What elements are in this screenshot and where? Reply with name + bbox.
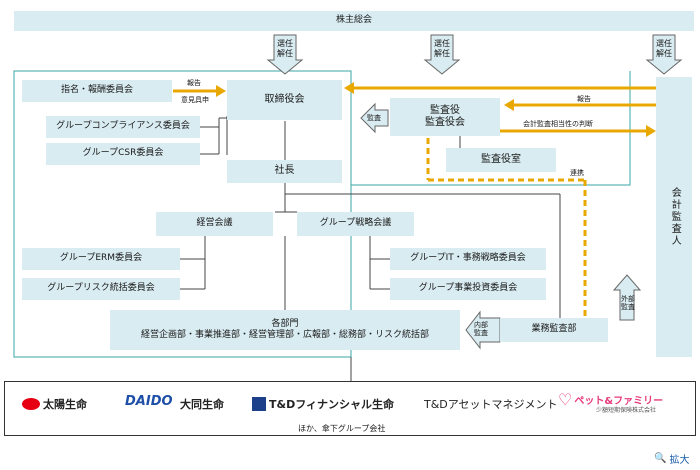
accounting-auditor: 会計監査人 bbox=[656, 77, 692, 357]
strategy-council: グループ戦略会議 bbox=[297, 212, 414, 236]
audit-frame bbox=[350, 71, 631, 186]
management-council: 経営会議 bbox=[156, 212, 273, 236]
td-square-icon bbox=[252, 397, 266, 411]
td-asset-logo: T&Dアセットマネジメント bbox=[424, 398, 558, 411]
td-financial-logo: T&Dフィナンシャル生命 bbox=[252, 396, 394, 412]
elect-label-auditor: 選任解任 bbox=[656, 39, 672, 58]
departments: 各部門経営企画部・事業推進部・経営管理部・広報部・総務部・リスク統括部 bbox=[110, 310, 460, 350]
kansayaku-office: 監査役室 bbox=[446, 148, 556, 172]
pet-family-logo: ♡ ペット&ファミリー bbox=[558, 390, 664, 409]
csr-committee: グループCSR委員会 bbox=[46, 143, 200, 165]
heart-icon: ♡ bbox=[558, 390, 573, 409]
investment-committee: グループ事業投資委員会 bbox=[390, 278, 546, 300]
erm-committee: グループERM委員会 bbox=[22, 248, 180, 270]
board-of-directors: 取締役会 bbox=[227, 80, 342, 120]
shareholders-meeting: 株主総会 bbox=[14, 11, 694, 31]
president: 社長 bbox=[227, 160, 342, 183]
external-audit-label: 外部監査 bbox=[621, 295, 635, 312]
liaison-label: 連携 bbox=[570, 169, 584, 177]
kansayaku-board: 監査役監査役会 bbox=[390, 98, 500, 136]
internal-audit-label: 内部監査 bbox=[474, 321, 488, 338]
elect-label-board: 選任解任 bbox=[277, 39, 293, 58]
taiyo-sun-icon bbox=[22, 398, 40, 410]
opinion-label: 意見具申 bbox=[181, 96, 209, 104]
daido-logo: DAIDO bbox=[125, 394, 173, 409]
magnifier-icon: 🔍 bbox=[654, 453, 667, 464]
group-note: ほか、傘下グループ会社 bbox=[298, 424, 386, 433]
internal-audit-department: 業務監査部 bbox=[500, 318, 608, 342]
pet-family-subtitle: 少額短期保険株式会社 bbox=[596, 407, 657, 414]
audit-arrow-label: 監査 bbox=[367, 114, 381, 122]
taiyo-life-logo: 太陽生命 bbox=[22, 396, 87, 412]
group-companies-frame bbox=[4, 381, 696, 436]
daido-life-logo: 大同生命 bbox=[180, 398, 224, 411]
report-label-auditor: 報告 bbox=[577, 95, 591, 103]
it-committee: グループIT・事務戦略委員会 bbox=[390, 248, 546, 270]
judgment-label: 会計監査相当性の判断 bbox=[523, 120, 593, 128]
risk-committee: グループリスク統括委員会 bbox=[22, 278, 180, 300]
zoom-button[interactable]: 🔍 拡大 bbox=[654, 453, 690, 466]
compliance-committee: グループコンプライアンス委員会 bbox=[46, 116, 200, 138]
nomination-committee: 指名・報酬委員会 bbox=[22, 80, 172, 102]
report-label-nomination: 報告 bbox=[187, 79, 201, 87]
elect-label-kansayaku: 選任解任 bbox=[434, 39, 450, 58]
